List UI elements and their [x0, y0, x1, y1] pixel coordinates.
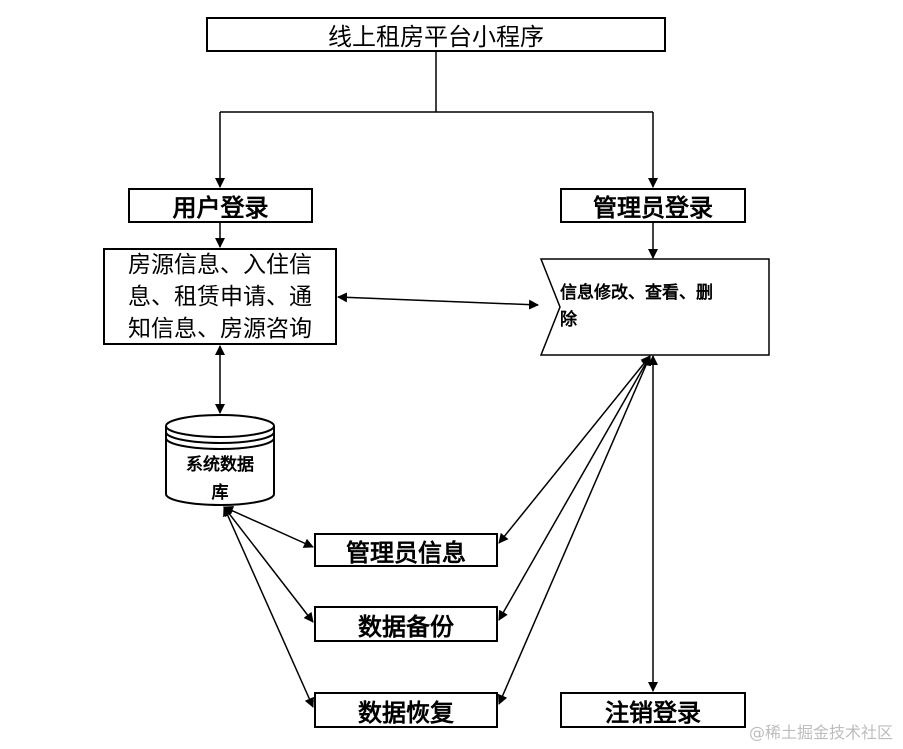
admin-info-box: 管理员信息 — [314, 533, 498, 567]
arrow-info-edit — [337, 292, 539, 310]
admin-login-box: 管理员登录 — [560, 188, 746, 223]
arrow-db-to-backup — [223, 506, 314, 623]
user-info-line: 息、租赁申请、通 — [128, 283, 312, 310]
arrow-db-to-admin-info — [223, 506, 314, 548]
data-restore-box: 数据恢复 — [314, 692, 498, 728]
user-info-line: 房源信息、入住信 — [128, 251, 312, 278]
admin-edit-module: 信息修改、查看、删 除 — [560, 280, 760, 334]
logout-box: 注销登录 — [560, 692, 746, 728]
user-info-line: 知信息、房源咨询 — [128, 315, 312, 342]
database-line: 库 — [211, 483, 229, 503]
arrow-edit-to-restore — [497, 355, 652, 705]
admin-edit-line: 除 — [560, 310, 577, 330]
arrow-db-to-restore — [223, 506, 314, 708]
app-title: 线上租房平台小程序 — [206, 17, 666, 52]
data-backup-box: 数据备份 — [314, 606, 498, 642]
watermark: @稀土掘金技术社区 — [748, 723, 893, 742]
user-login-box: 用户登录 — [128, 188, 313, 223]
admin-edit-line: 信息修改、查看、删 — [560, 283, 713, 303]
admin-edit-shape — [539, 258, 770, 356]
arrow-edit-to-backup — [498, 355, 651, 621]
database-line: 系统数据 — [186, 455, 254, 475]
user-info-module: 房源信息、入住信 息、租赁申请、通 知信息、房源咨询 — [103, 248, 337, 345]
arrow-edit-to-admin-info — [498, 355, 651, 544]
database-cylinder-icon — [165, 414, 275, 506]
database-label: 系统数据 库 — [165, 451, 275, 507]
